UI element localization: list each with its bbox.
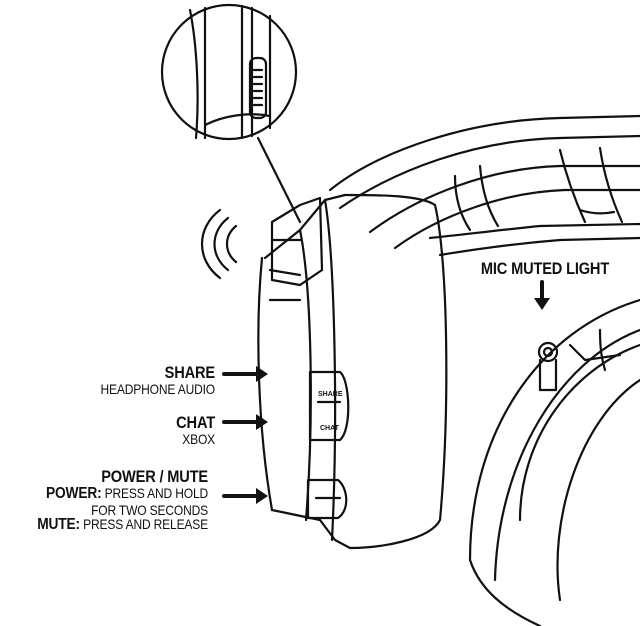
share-title: SHARE bbox=[164, 363, 215, 382]
mute-line: MUTE: PRESS AND RELEASE bbox=[37, 516, 208, 534]
share-desc: HEADPHONE AUDIO bbox=[100, 380, 215, 397]
power-line: POWER: PRESS AND HOLD bbox=[45, 484, 208, 502]
power-arrow-icon bbox=[256, 488, 268, 504]
share-arrow-icon bbox=[256, 366, 268, 382]
share-chat-buttons bbox=[308, 370, 350, 442]
mic-muted-light-label: MIC MUTED LIGHT bbox=[480, 259, 610, 278]
left-ear-cup bbox=[257, 193, 448, 550]
share-button-text: SHARE bbox=[318, 391, 343, 398]
power-mute-button bbox=[306, 478, 348, 520]
power-mute-label: POWER / MUTE POWER: PRESS AND HOLD FOR T… bbox=[0, 468, 208, 534]
right-ear-cup bbox=[468, 298, 640, 626]
chat-button-text: CHAT bbox=[320, 425, 340, 432]
chat-title: CHAT bbox=[176, 413, 215, 432]
scroll-wheel-zoom-inset bbox=[160, 3, 302, 224]
power-title: POWER / MUTE bbox=[101, 467, 208, 486]
wireless-signal-icon bbox=[200, 208, 238, 280]
chat-arrow-icon bbox=[256, 414, 268, 430]
pointer-arrows bbox=[222, 280, 544, 498]
share-label: SHARE HEADPHONE AUDIO bbox=[15, 364, 215, 397]
chat-desc: XBOX bbox=[182, 430, 215, 447]
chat-label: CHAT XBOX bbox=[15, 414, 215, 447]
headband bbox=[328, 114, 640, 257]
power-line-2: FOR TWO SECONDS bbox=[91, 501, 208, 518]
mic-arrow-icon bbox=[534, 298, 550, 310]
